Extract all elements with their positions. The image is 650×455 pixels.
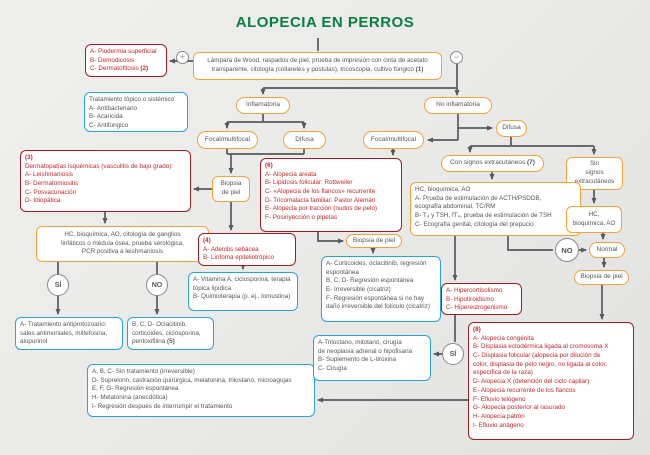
minus-icon: −: [450, 51, 463, 64]
node-focal-der: Focal/multifocal: [363, 131, 424, 149]
node-biopsia-centro: Biopsia de piel: [346, 234, 402, 248]
node-oclacitinib: B, C, D- Oclacitinib, corticoides, ciclo…: [127, 317, 214, 350]
decision-si-right: SÍ: [442, 343, 464, 365]
node-biopsia-izq: Biopsia de piel: [212, 176, 250, 202]
node-pruebas-endocrinas: HC, bioquímica, AO A- Prueba de estimula…: [410, 182, 581, 236]
page-title: ALOPECIA EN PERROS: [235, 14, 415, 31]
node-trilostano: A-Trilostano, mitotano, cirugía de neopl…: [313, 335, 431, 381]
node-difusa-der: Difusa: [496, 120, 527, 137]
node-normal: Normal: [589, 242, 625, 258]
node-inflamatoria: Inflamatoria: [236, 97, 290, 114]
node-wood-tests: Lámpara de Wood, raspados de piel, prueb…: [193, 52, 442, 80]
node-no-inflamatoria: No inflamatoria: [424, 97, 492, 114]
node-alopecia-difusa: (8)A- Alopecia congénita B- Displasia ec…: [468, 322, 634, 440]
node-alopecia-focal: (6)A- Alopecia areata B- Lipidosis folic…: [260, 158, 402, 232]
node-corticoides: A- Corticoides, oclacitinib, regresión e…: [321, 256, 441, 322]
node-leishmaniosis-tests: HC, bioquímica, AO, citología de ganglio…: [36, 226, 209, 262]
node-tratamiento-topico: Tratamiento tópico o sistémico A- Antiba…: [84, 92, 188, 132]
node-hipercortisolismo: A- Hipercortisolismo B- Hipotiroidismo C…: [441, 283, 522, 315]
decision-no-left: NO: [146, 274, 168, 296]
node-focal-izq: Focal/multifocal: [197, 131, 258, 149]
node-adenitis: (4)A- Adenitis sebácea B- Linfoma epitel…: [198, 233, 296, 266]
decision-no-right: NO: [555, 238, 579, 262]
node-biopsia-der: Biopsia de piel: [574, 270, 629, 285]
node-pioderma: A- Piodermia superficial B- Demodicosis …: [85, 44, 167, 77]
node-sin-tratamiento: A, B, C- Sin tratamiento (irreversible) …: [87, 364, 315, 417]
node-antiprotozoario: A- Tratamiento antiprotozoario: sales an…: [15, 317, 123, 350]
node-dermatopatias: (3)Dermatopatías isquémicas (vasculitis …: [20, 150, 191, 212]
node-hc-bioquimica: HC, bioquímica, AO: [566, 206, 622, 233]
decision-si-left: SÍ: [47, 274, 69, 296]
node-difusa-izq: Difusa: [283, 131, 326, 149]
node-con-signos: Con signos extracutáneos (7): [441, 155, 544, 172]
node-vitamina-a: A- Vitamina A, ciclosporina, terapia tóp…: [188, 272, 298, 311]
plus-icon: +: [176, 51, 189, 64]
